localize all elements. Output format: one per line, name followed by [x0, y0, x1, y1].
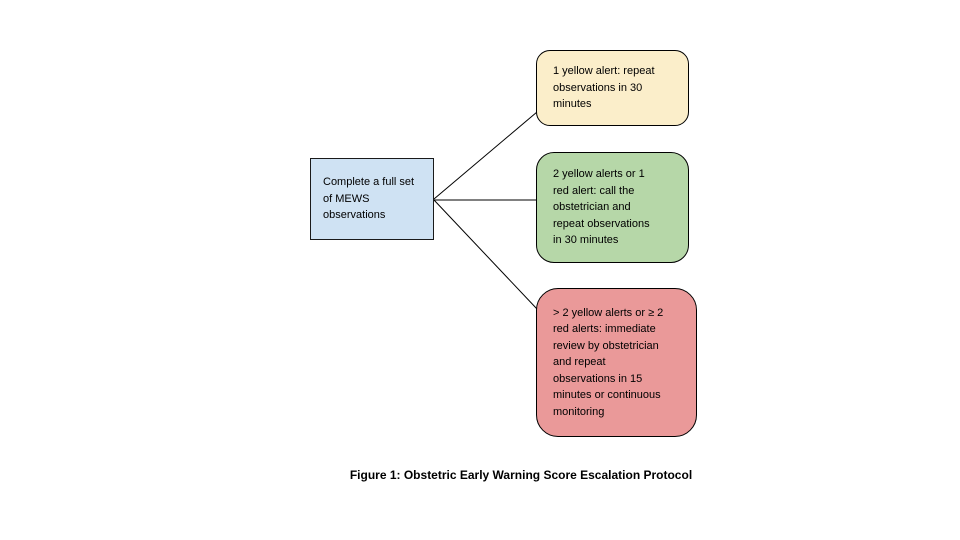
figure-caption: Figure 1: Obstetric Early Warning Score … — [349, 468, 693, 482]
connector-line-to-red-node — [433, 199, 538, 310]
connector-line-to-yellow-node — [433, 111, 538, 200]
node-label: 2 yellow alerts or 1 red alert: call the… — [553, 168, 650, 247]
node-label: > 2 yellow alerts or ≥ 2 red alerts: imm… — [553, 306, 664, 418]
node-multiple-yellow-or-red-alerts: > 2 yellow alerts or ≥ 2 red alerts: imm… — [536, 288, 697, 437]
node-label: 1 yellow alert: repeat observations in 3… — [553, 65, 655, 111]
node-label: Complete a full set of MEWS observations — [323, 176, 415, 222]
node-two-yellow-or-one-red-alert: 2 yellow alerts or 1 red alert: call the… — [536, 152, 689, 263]
node-one-yellow-alert: 1 yellow alert: repeat observations in 3… — [536, 50, 689, 126]
node-complete-mews-observations: Complete a full set of MEWS observations — [310, 158, 434, 240]
